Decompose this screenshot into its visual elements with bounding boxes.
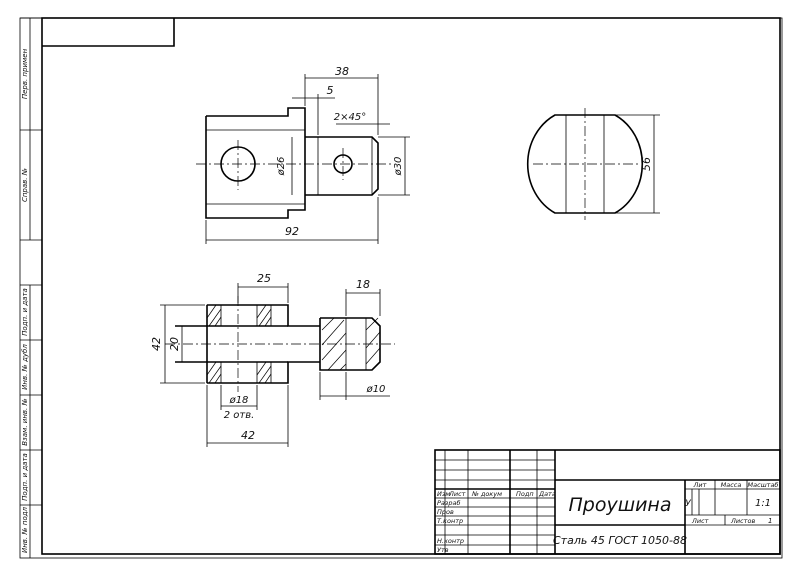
strip-vzam-inv: Взам. инв. № [21,398,29,446]
dim-38: 38 [335,65,349,78]
tb-col-izm: Изм [437,490,450,498]
part-name: Проушина [568,494,671,516]
strip-inv-podl: Инв. № подл [21,506,29,553]
tb-scale-value: 1:1 [755,498,771,509]
tb-col-list: Лист [448,490,466,498]
dim-92: 92 [285,225,299,238]
tb-col-doc: № докум [471,490,502,498]
strip-podp-data-2: Подп. и дата [21,453,29,501]
tb-nkontr: Н.контр [437,537,464,545]
side-view: 56 [526,108,660,220]
dim-dia10: ø10 [366,384,386,395]
drawing-frame [41,17,781,555]
dim-18-top: 18 [356,278,370,291]
dim-5: 5 [327,84,334,97]
tb-sheets: Листов [730,517,755,525]
tb-utv: Утв [437,546,449,554]
tb-masshtab: Масштаб [748,481,779,489]
dim-chamfer: 2×45° [334,112,366,123]
strip-inv-dubl: Инв. № дубл [21,344,29,390]
top-view: 25 18 42 20 ø18 2 отв. ø10 42 [150,272,395,447]
front-view: 38 5 2×45° ø26 ø30 92 [196,65,410,244]
dim-two-holes: 2 отв. [224,410,255,421]
dim-56: 56 [640,157,653,171]
tb-prov: Пров [437,508,454,516]
tb-lit: Лит [693,481,707,489]
dim-dia18: ø18 [229,395,249,406]
dim-25: 25 [257,272,271,285]
tb-sheet: Лист [691,517,709,525]
side-strip: Перв. примен Справ. № Подп. и дата Инв. … [20,17,42,558]
dim-42-horizontal: 42 [241,429,255,442]
tb-lit-value: У [685,499,691,509]
tb-tkontr: Т.контр [437,517,463,525]
strip-podp-data-1: Подп. и дата [21,288,29,336]
tb-col-date: Дата [538,490,556,498]
tb-massa: Масса [721,481,742,489]
dim-42-vertical: 42 [150,337,163,351]
tb-sheets-count: 1 [768,517,772,525]
dim-dia26: ø26 [276,157,287,177]
title-block: Изм Лист № докум Подп Дата Разраб Пров Т… [434,449,781,555]
tb-col-sign: Подп [516,490,534,498]
dim-dia30: ø30 [393,157,404,177]
dim-20: 20 [168,337,181,351]
strip-sprav: Справ. № [21,168,29,202]
sheet-outer-border [19,17,783,559]
top-left-box [42,18,175,47]
material: Сталь 45 ГОСТ 1050-88 [553,534,687,547]
tb-razrab: Разраб [437,499,460,507]
strip-perv-primen: Перв. примен [21,48,29,99]
